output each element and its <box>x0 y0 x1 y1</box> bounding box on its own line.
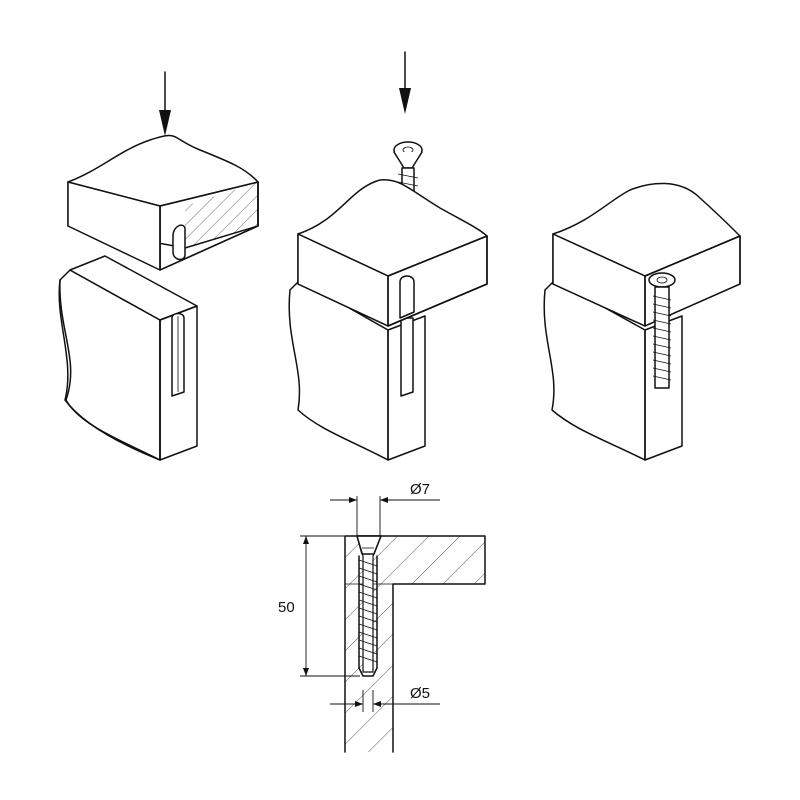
head-diameter-label: Ø7 <box>410 481 430 498</box>
length-label: 50 <box>278 599 295 616</box>
cross-section-drawing: Ø7 50 Ø5 <box>278 481 486 753</box>
shelf-panel-middle <box>297 179 488 327</box>
insert-arrow-icon <box>159 71 171 136</box>
screw-installed-icon <box>648 272 676 389</box>
step-3-assembled <box>543 182 741 461</box>
screw-arrow-icon <box>399 51 411 114</box>
dimension-length: 50 <box>278 535 360 677</box>
dimension-head-diameter: Ø7 <box>330 481 440 536</box>
side-panel-middle <box>288 279 426 461</box>
step-1-drilled-parts <box>58 71 259 461</box>
side-panel-left <box>58 255 198 461</box>
dimension-shank-diameter: Ø5 <box>330 685 440 712</box>
shelf-panel-right <box>552 182 741 327</box>
shank-diameter-label: Ø5 <box>410 685 430 702</box>
step-2-insert-screw <box>288 51 488 461</box>
screw-section-icon <box>356 535 382 677</box>
shelf-panel-top <box>67 134 259 271</box>
